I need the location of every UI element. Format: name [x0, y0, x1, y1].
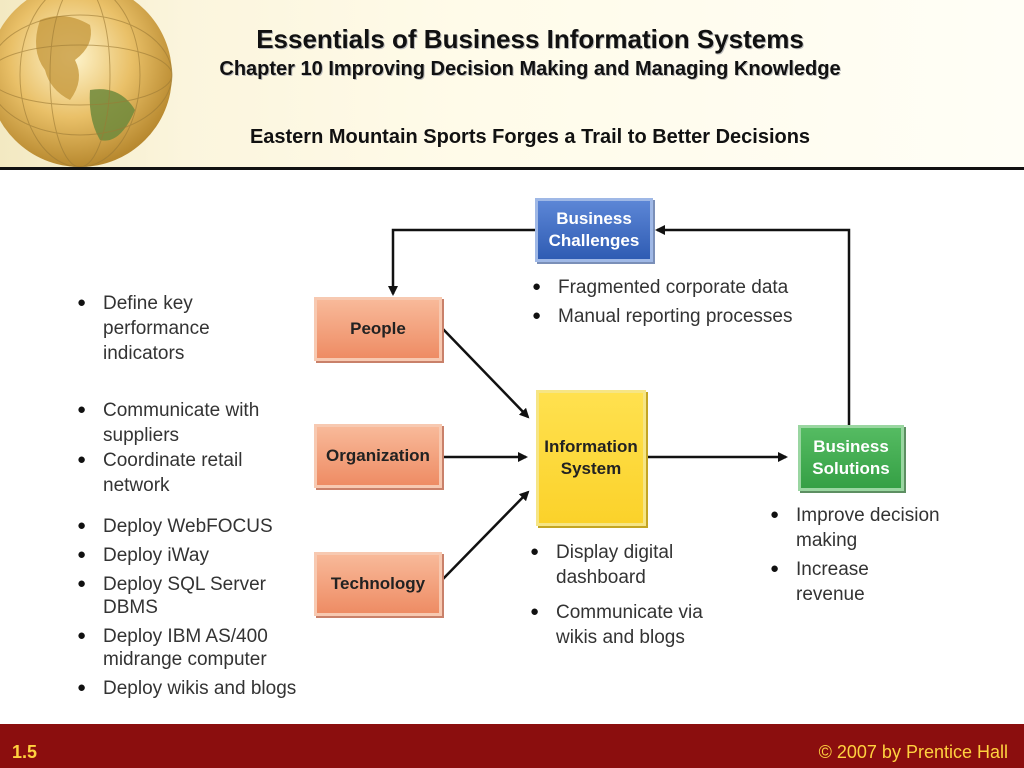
list-item: Manual reporting processes — [530, 303, 850, 329]
globe-icon — [0, 0, 173, 168]
arrow-challenges-to-people — [388, 228, 537, 296]
list-item: Improve decision making — [768, 502, 966, 553]
business-challenges-label-2: Challenges — [548, 231, 640, 250]
technology-label: Technology — [330, 574, 426, 593]
organization-box: Organization — [314, 424, 442, 488]
business-challenges-box: Business Challenges — [535, 198, 653, 262]
business-solutions-label-2: Solutions — [812, 459, 890, 478]
people-label: People — [350, 319, 406, 338]
list-item: Deploy iWay — [75, 543, 325, 567]
arrow-solutions-to-challenges — [655, 225, 851, 425]
business-challenges-label-1: Business — [556, 209, 632, 228]
list-item: Communicate via wikis and blogs — [528, 599, 736, 650]
flow-arrows — [388, 225, 851, 581]
list-item: Coordinate retail network — [75, 447, 253, 498]
list-item: Deploy IBM AS/400 midrange computer — [75, 624, 313, 671]
people-bullet-list: Define key performance indicators — [75, 290, 265, 372]
information-system-label-1: Information — [544, 437, 638, 456]
organization-bullet-list: Communicate with suppliers Coordinate re… — [75, 397, 295, 504]
list-item: Fragmented corporate data — [530, 274, 850, 300]
list-item: Increase revenue — [768, 556, 896, 607]
technology-bullet-list: Deploy WebFOCUS Deploy iWay Deploy SQL S… — [75, 514, 325, 706]
information-system-label-2: System — [560, 459, 622, 478]
business-solutions-label-1: Business — [813, 437, 889, 456]
information-system-bullet-list: Display digital dashboard Communicate vi… — [528, 539, 738, 656]
list-item: Deploy SQL Server DBMS — [75, 572, 303, 619]
header-divider — [0, 167, 1024, 170]
chapter-subtitle: Chapter 10 Improving Decision Making and… — [219, 58, 841, 80]
business-solutions-box: Business Solutions — [798, 425, 904, 491]
technology-box: Technology — [314, 552, 442, 616]
slide-footer — [0, 724, 1024, 768]
arrow-people-to-is — [441, 327, 530, 419]
list-item: Deploy wikis and blogs — [75, 676, 325, 700]
slide-number: 1.5 — [12, 742, 38, 762]
list-item: Define key performance indicators — [75, 290, 253, 366]
arrow-technology-to-is — [441, 490, 530, 581]
slide-header: Essentials of Business Information Syste… — [0, 0, 1024, 168]
solutions-bullet-list: Improve decision making Increase revenue — [768, 502, 978, 613]
organization-label: Organization — [326, 446, 430, 465]
challenges-bullet-list: Fragmented corporate data Manual reporti… — [530, 274, 850, 335]
presentation-title: Essentials of Business Information Syste… — [256, 24, 804, 54]
list-item: Deploy WebFOCUS — [75, 514, 325, 538]
people-box: People — [314, 297, 442, 361]
copyright-notice: © 2007 by Prentice Hall — [818, 742, 1008, 762]
information-system-box: Information System — [536, 390, 646, 526]
list-item: Communicate with suppliers — [75, 397, 293, 448]
slide-title: Eastern Mountain Sports Forges a Trail t… — [249, 126, 811, 148]
list-item: Display digital dashboard — [528, 539, 706, 590]
